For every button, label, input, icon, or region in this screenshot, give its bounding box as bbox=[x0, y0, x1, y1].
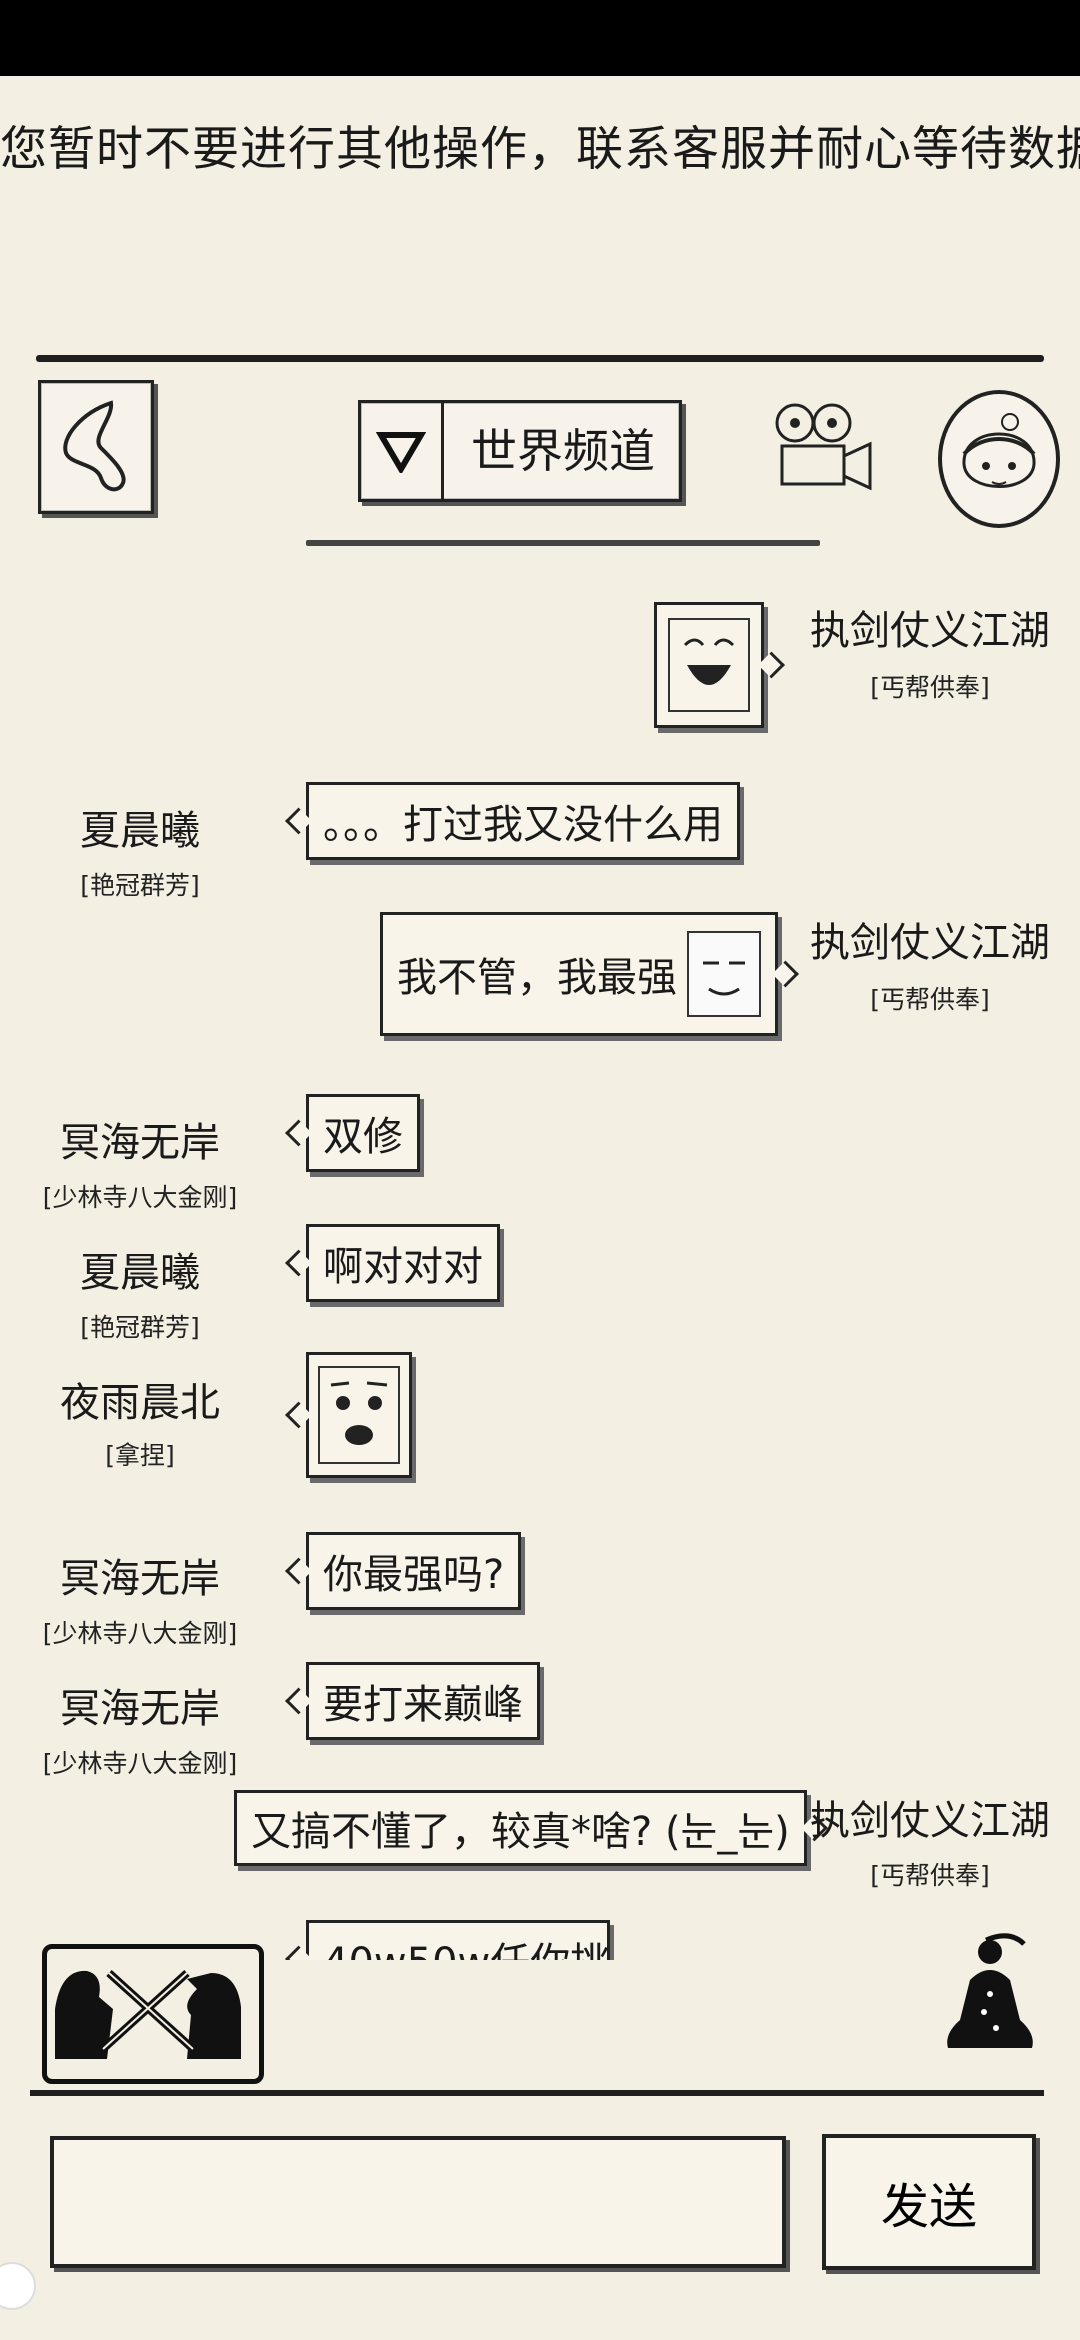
message-text: 我不管，我最强 bbox=[397, 955, 677, 1001]
surprised-face-sticker bbox=[318, 1366, 400, 1464]
dropdown-triangle-icon bbox=[361, 403, 444, 499]
channel-label: 世界频道 bbox=[471, 424, 655, 478]
message-bubble[interactable]: 40w50w任你挑 bbox=[306, 1920, 610, 1960]
sender-rank: [拿捏] bbox=[105, 1441, 175, 1470]
sender-rank: [少林寺八大金刚] bbox=[42, 1619, 238, 1648]
message-bubble[interactable]: 你最强吗? bbox=[306, 1532, 522, 1610]
header-divider bbox=[36, 355, 1044, 362]
sender-rank: [艳冠群芳] bbox=[80, 871, 200, 900]
floating-app-icon[interactable] bbox=[0, 2262, 36, 2310]
sender-name[interactable]: 冥海无岸 bbox=[60, 1120, 220, 1166]
message-bubble[interactable]: 啊对对对 bbox=[306, 1224, 500, 1302]
sender-name[interactable]: 执剑仗义江湖 bbox=[810, 608, 1050, 654]
message-bubble[interactable]: 双修 bbox=[306, 1094, 420, 1172]
send-button[interactable]: 发送 bbox=[822, 2134, 1036, 2270]
sender-rank: [艳冠群芳] bbox=[80, 1313, 200, 1342]
back-button[interactable] bbox=[38, 380, 154, 514]
message-bubble[interactable]: 要打来巅峰 bbox=[306, 1662, 540, 1740]
meditate-icon[interactable] bbox=[940, 1930, 1040, 2060]
pvp-duel-icon bbox=[55, 1970, 241, 2059]
status-bar bbox=[0, 0, 1080, 76]
sender-rank: [丐帮供奉] bbox=[870, 1861, 990, 1890]
laughing-face-sticker bbox=[668, 618, 750, 712]
sender-rank: [丐帮供奉] bbox=[870, 985, 990, 1014]
sender-rank: [少林寺八大金刚] bbox=[42, 1749, 238, 1778]
message-bubble[interactable]: 我不管，我最强 bbox=[380, 912, 778, 1036]
sender-rank: [丐帮供奉] bbox=[870, 673, 990, 702]
smug-face-emote bbox=[687, 931, 761, 1017]
pvp-duel-button[interactable] bbox=[42, 1944, 264, 2084]
footer-divider bbox=[30, 2090, 1044, 2096]
channel-underline bbox=[306, 540, 820, 546]
message-bubble[interactable]: 又搞不懂了，较真*啥? (눈_눈) bbox=[234, 1790, 807, 1866]
message-sticker[interactable] bbox=[654, 602, 764, 728]
sender-rank: [少林寺八大金刚] bbox=[42, 1183, 238, 1212]
system-notice: 您暂时不要进行其他操作，联系客服并耐心等待数据恢复 bbox=[0, 122, 1080, 177]
camera-icon[interactable] bbox=[770, 398, 880, 508]
sender-name[interactable]: 夏晨曦 bbox=[80, 1250, 200, 1296]
back-icon bbox=[63, 400, 126, 492]
avatar-icon[interactable] bbox=[938, 390, 1060, 528]
sender-name[interactable]: 夏晨曦 bbox=[80, 808, 200, 854]
sender-name[interactable]: 冥海无岸 bbox=[60, 1686, 220, 1732]
channel-selector[interactable]: 世界频道 bbox=[358, 400, 682, 502]
sender-name[interactable]: 执剑仗义江湖 bbox=[810, 920, 1050, 966]
message-sticker[interactable] bbox=[306, 1352, 412, 1478]
sender-name[interactable]: 冥海无岸 bbox=[60, 1556, 220, 1602]
message-bubble[interactable]: 。。。打过我又没什么用 bbox=[306, 782, 740, 860]
sender-name[interactable]: 执剑仗义江湖 bbox=[810, 1798, 1050, 1844]
chat-input[interactable] bbox=[50, 2136, 786, 2268]
sender-name[interactable]: 夜雨晨北 bbox=[60, 1380, 220, 1426]
